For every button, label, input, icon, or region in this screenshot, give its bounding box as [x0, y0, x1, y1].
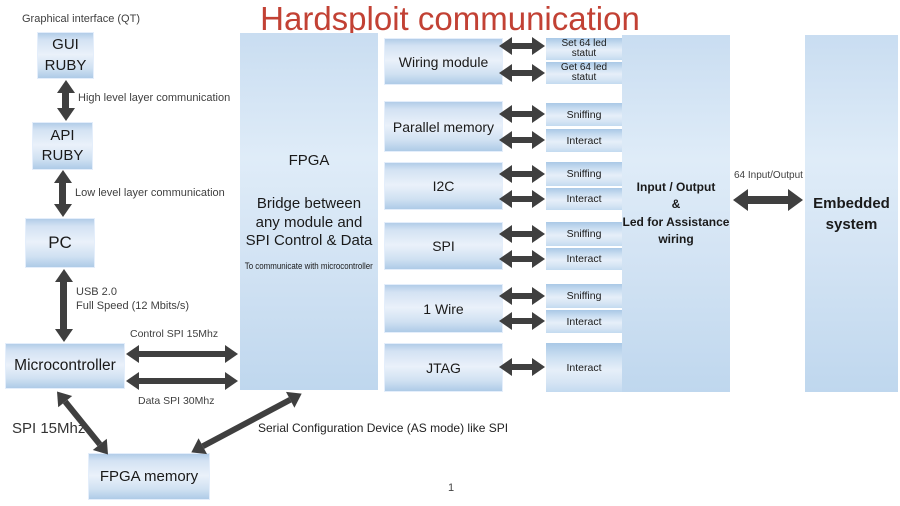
arrow-io-embedded	[748, 196, 788, 204]
spi-15mhz-label: SPI 15Mhz	[12, 420, 86, 437]
serial-config-label: Serial Configuration Device (AS mode) li…	[258, 421, 509, 435]
module-box-jtag: JTAG	[384, 343, 503, 392]
qt-label: Graphical interface (QT)	[22, 13, 140, 25]
low-level-label: Low level layer communication	[75, 187, 225, 199]
arrow-pc-micro	[60, 282, 67, 329]
arrow-i2c-interact	[512, 196, 532, 202]
arrow-parallel-interact	[512, 137, 532, 143]
io-64-label: 64 Input/Output	[734, 170, 803, 181]
pc-box: PC	[25, 218, 95, 268]
module-box-parallel-memory: Parallel memory	[384, 101, 503, 152]
api-ruby-box: API RUBY	[32, 122, 93, 170]
arrow-wiring-set	[512, 43, 532, 49]
link-box-set-64-led: Set 64 led statut	[546, 38, 622, 60]
control-spi-label: Control SPI 15Mhz	[130, 328, 219, 340]
module-box-spi: SPI	[384, 222, 503, 270]
link-box-parallel-sniffing: Sniffing	[546, 103, 622, 126]
link-box-get-64-led: Get 64 led statut	[546, 62, 622, 84]
arrow-parallel-sniffing	[512, 111, 532, 117]
fpga-box-note: To communicate with microcontroller	[244, 261, 374, 272]
arrow-jtag-interact	[512, 364, 532, 370]
module-box-i2c: I2C	[384, 162, 503, 210]
link-box-spi-interact: Interact	[546, 248, 622, 270]
link-box-1wire-sniffing: Sniffing	[546, 284, 622, 308]
page-title: Hardsploit communication	[260, 0, 640, 37]
arrow-i2c-sniffing	[512, 171, 532, 177]
fpga-box-title: FPGA	[288, 151, 330, 169]
module-box-1wire: 1 Wire	[384, 284, 503, 333]
fpga-box: FPGA Bridge between any module and SPI C…	[240, 33, 378, 390]
link-box-parallel-interact: Interact	[546, 129, 622, 152]
link-box-jtag-interact: Interact	[546, 343, 622, 392]
arrow-data-spi	[139, 378, 225, 384]
arrow-1wire-interact	[512, 318, 532, 324]
arrow-1wire-sniffing	[512, 293, 532, 299]
embedded-system-box: Embedded system	[805, 35, 898, 392]
arrow-control-spi	[139, 351, 225, 357]
io-led-box: Input / Output & Led for Assistance wiri…	[622, 35, 730, 392]
high-level-label: High level layer communication	[78, 92, 231, 104]
page-number: 1	[448, 482, 455, 494]
arrow-spi-interact	[512, 256, 532, 262]
link-box-i2c-sniffing: Sniffing	[546, 162, 622, 186]
arrow-spi-sniffing	[512, 231, 532, 237]
gui-ruby-box: GUI RUBY	[37, 32, 94, 79]
module-box-wiring: Wiring module	[384, 38, 503, 85]
fpga-memory-box: FPGA memory	[88, 453, 210, 500]
fpga-box-body: Bridge between any module and SPI Contro…	[245, 194, 373, 250]
link-box-1wire-interact: Interact	[546, 310, 622, 333]
usb-label: USB 2.0 Full Speed (12 Mbits/s)	[76, 286, 190, 313]
link-box-i2c-interact: Interact	[546, 188, 622, 210]
arrow-gui-api	[62, 93, 69, 108]
link-box-spi-sniffing: Sniffing	[546, 222, 622, 246]
microcontroller-box: Microcontroller	[5, 343, 125, 389]
data-spi-label: Data SPI 30Mhz	[138, 395, 215, 407]
arrow-wiring-get	[512, 70, 532, 76]
arrow-api-pc	[59, 183, 66, 204]
